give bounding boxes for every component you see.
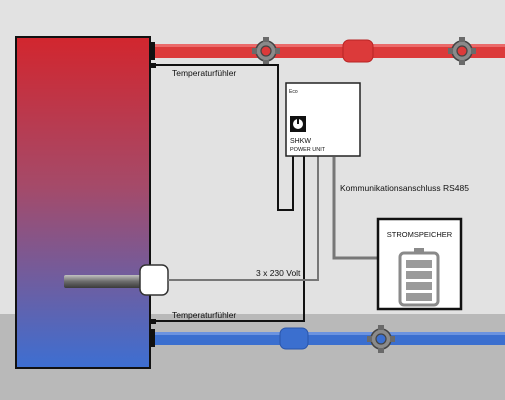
- heating-rod-icon: [64, 264, 169, 296]
- storage-title: STROMSPEICHER: [387, 230, 453, 239]
- pipe-union-icon: [448, 37, 476, 65]
- water-tank: [15, 36, 156, 369]
- comm-line-label: Kommunikationsanschluss RS485: [340, 183, 469, 193]
- battery-cell: [406, 260, 432, 268]
- battery-cell: [406, 271, 432, 279]
- power-unit-box: [285, 82, 361, 157]
- battery-storage-box: [376, 217, 463, 311]
- tank-port-top: [150, 42, 155, 60]
- sensor-wire-top: [156, 64, 294, 211]
- battery-cell: [406, 293, 432, 301]
- pipe-coupling-cold: [279, 327, 309, 350]
- comm-wire: [332, 157, 378, 260]
- power-knob-icon: [290, 116, 306, 132]
- pipe-valve-icon: [367, 325, 395, 353]
- power-line-label: 3 x 230 Volt: [256, 268, 301, 278]
- sensor-port-top: [150, 63, 156, 68]
- unit-subtitle: POWER UNIT: [290, 147, 326, 153]
- wiring: [156, 64, 378, 322]
- battery-icon: [398, 248, 440, 307]
- sensor-label-top: Temperaturfühler: [172, 68, 236, 78]
- cold-water-pipe: [150, 325, 505, 353]
- power-wire: [168, 132, 319, 281]
- sensor-label-bottom: Temperaturfühler: [172, 310, 236, 320]
- unit-name: SHKW: [290, 138, 311, 145]
- sensor-wire-bottom: [156, 132, 305, 322]
- unit-logo: Eco: [289, 89, 298, 95]
- pipe-union-icon: [252, 37, 280, 65]
- sensor-port-bottom: [150, 319, 156, 324]
- battery-cell: [406, 282, 432, 290]
- pipe-coupling-hot: [342, 39, 374, 63]
- tank-port-bottom: [150, 329, 155, 347]
- hot-water-pipe: [150, 37, 505, 65]
